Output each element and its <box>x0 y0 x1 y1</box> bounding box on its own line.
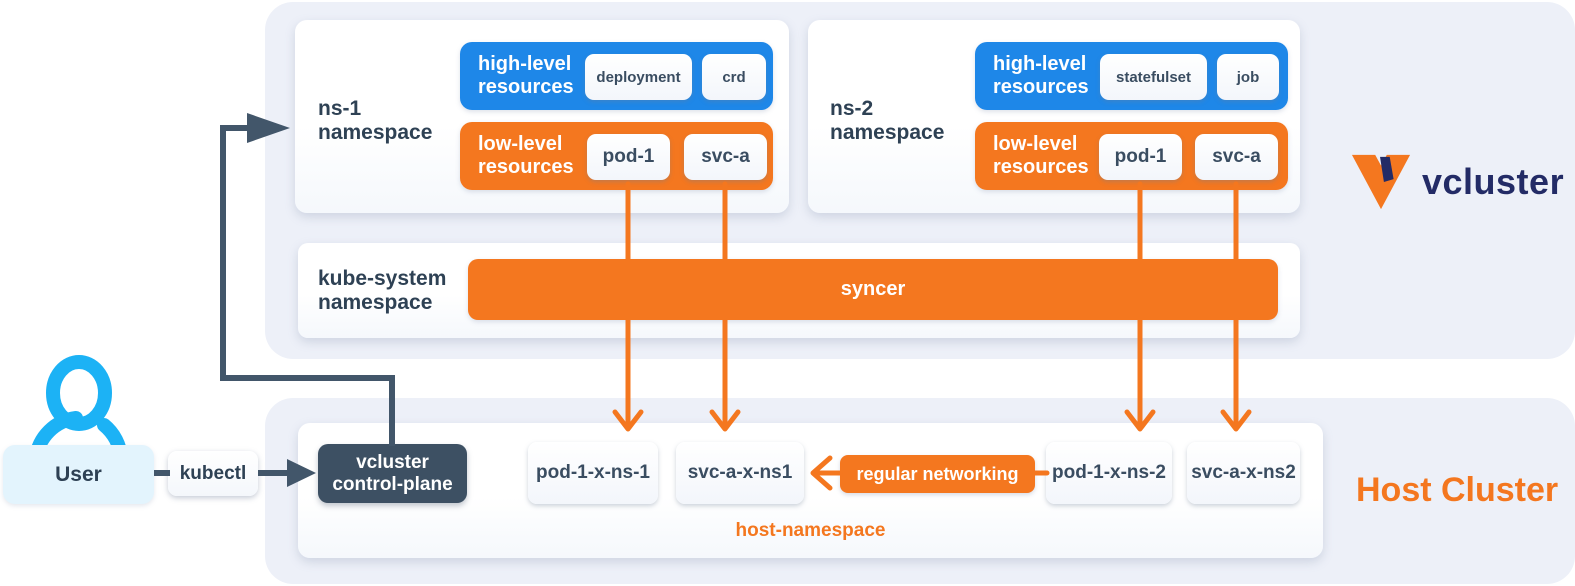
ns1-namespace-label: ns-1 namespace <box>318 97 433 144</box>
pod-1-x-ns-2-box: pod-1-x-ns-2 <box>1046 442 1172 504</box>
host-cluster-title: Host Cluster <box>1356 471 1559 509</box>
user-box: User <box>3 445 154 504</box>
svc-a-x-ns1-box: svc-a-x-ns1 <box>676 442 804 504</box>
ns2-high-level-label: high-level resources <box>993 53 1089 98</box>
kube-system-label: kube-system namespace <box>318 267 447 314</box>
vcluster-control-plane-box: vcluster control-plane <box>318 444 467 503</box>
ns2-svca-chip: svc-a <box>1195 134 1278 180</box>
deployment-chip: deployment <box>585 54 692 100</box>
statefulset-chip: statefulset <box>1100 54 1207 100</box>
vcluster-logo: vcluster <box>1350 150 1564 214</box>
syncer-bar: syncer <box>468 259 1278 320</box>
kubectl-box: kubectl <box>168 451 258 496</box>
pod-1-x-ns-1-box: pod-1-x-ns-1 <box>528 442 658 504</box>
regular-networking-box: regular networking <box>840 455 1035 493</box>
crd-chip: crd <box>702 54 766 100</box>
ns2-pod1-chip: pod-1 <box>1099 134 1182 180</box>
ns1-low-level-label: low-level resources <box>478 133 574 178</box>
ns2-namespace-label: ns-2 namespace <box>830 97 945 144</box>
host-namespace-label: host-namespace <box>735 520 886 541</box>
ns1-high-level-label: high-level resources <box>478 53 574 98</box>
svc-a-x-ns2-box: svc-a-x-ns2 <box>1187 442 1300 504</box>
vcluster-logo-icon <box>1351 154 1411 210</box>
ns1-svca-chip: svc-a <box>684 134 767 180</box>
job-chip: job <box>1217 54 1279 100</box>
ns2-low-level-label: low-level resources <box>993 133 1089 178</box>
vcluster-logo-text: vcluster <box>1422 161 1565 202</box>
ns1-pod1-chip: pod-1 <box>587 134 670 180</box>
